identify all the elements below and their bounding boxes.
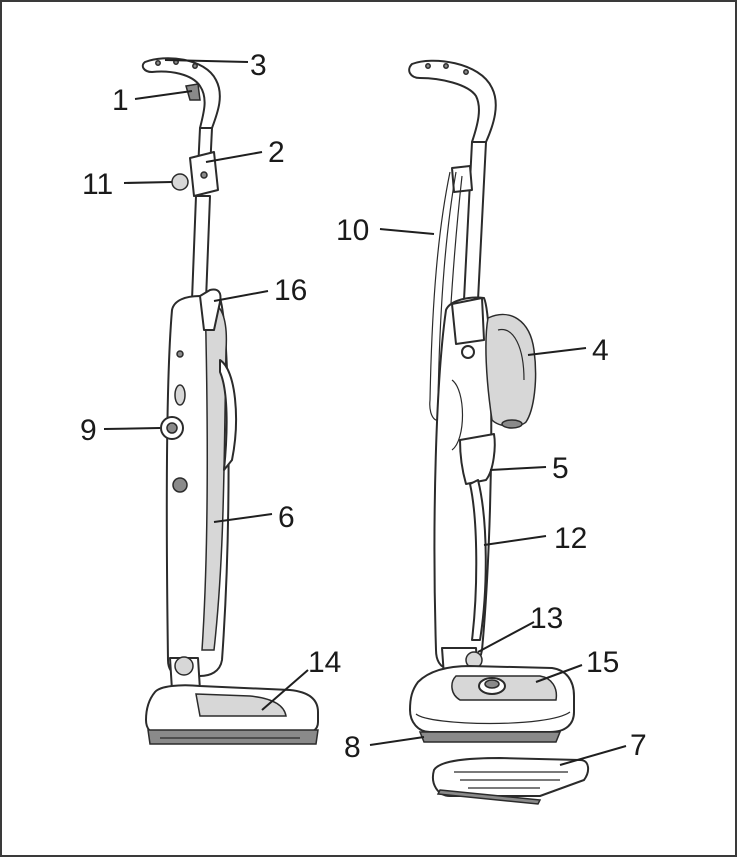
head-base-left [147,729,319,745]
callout-7: 7 [630,729,647,762]
leader-4 [527,347,587,356]
callout-9: 9 [80,414,97,447]
grip-rivet [463,69,469,75]
accessory-holder [459,433,496,485]
leader-13 [477,621,535,653]
leader-12 [483,535,547,546]
callout-10: 10 [336,214,369,247]
body-contour [451,379,464,451]
handheld-unit [485,313,537,427]
callout-4: 4 [592,334,609,367]
power-button-left [172,477,188,493]
head-button-top [484,679,500,689]
carry-handle-right [451,297,485,345]
handheld-unit-contour [497,329,525,381]
side-hose-left [219,359,237,471]
cleaning-cloth [418,731,562,743]
callout-3: 3 [250,49,267,82]
leader-8 [369,736,425,746]
leader-16 [213,290,269,302]
callout-15: 15 [586,646,619,679]
water-tank-left [201,299,228,651]
callout-6: 6 [278,501,295,534]
power-cord [429,171,451,422]
carpet-glider [432,757,590,797]
grip-rivet [192,63,198,69]
head-rim-right [415,711,571,725]
grip-rivet [425,63,431,69]
leader-11 [123,181,173,184]
grip-rivet [155,60,161,66]
lower-shaft-left [191,195,211,301]
glider-base [436,789,542,805]
knob-center [166,422,178,434]
right-mop [408,59,590,805]
carry-handle-hole [461,345,475,359]
callouts: 3 1 2 11 10 16 4 9 5 6 12 13 15 14 8 7 [80,49,647,766]
leader-3 [164,59,249,63]
callout-2: 2 [268,136,285,169]
callout-1: 1 [112,84,129,117]
cord-hook-left [171,173,189,191]
clip-screw [200,171,208,179]
callout-8: 8 [344,731,361,764]
callout-13: 13 [530,602,563,635]
leader-10 [379,228,435,235]
leader-2 [205,151,263,163]
callout-12: 12 [554,522,587,555]
leader-5 [489,466,547,471]
grip-rivet [443,63,449,69]
handle-grip-left [141,57,221,129]
callout-16: 16 [274,274,307,307]
callout-11: 11 [82,168,113,201]
handle-grip-right [408,59,497,143]
leader-9 [103,427,161,430]
body-slot [174,384,186,406]
steam-hose-right [469,479,487,641]
leader-1 [134,90,193,100]
leader-14 [261,669,309,711]
leader-15 [535,664,583,683]
glider-ribs [454,771,568,789]
callout-14: 14 [308,646,341,679]
handheld-nozzle [501,419,523,429]
left-mop [141,57,319,745]
body-indicator [176,350,184,358]
callout-5: 5 [552,452,569,485]
steam-trigger-left [185,83,201,101]
leader-7 [559,745,627,766]
floor-head-top-left [195,693,287,717]
leader-6 [213,513,273,523]
carry-handle-left [199,288,222,331]
swivel-joint-left [174,656,194,676]
